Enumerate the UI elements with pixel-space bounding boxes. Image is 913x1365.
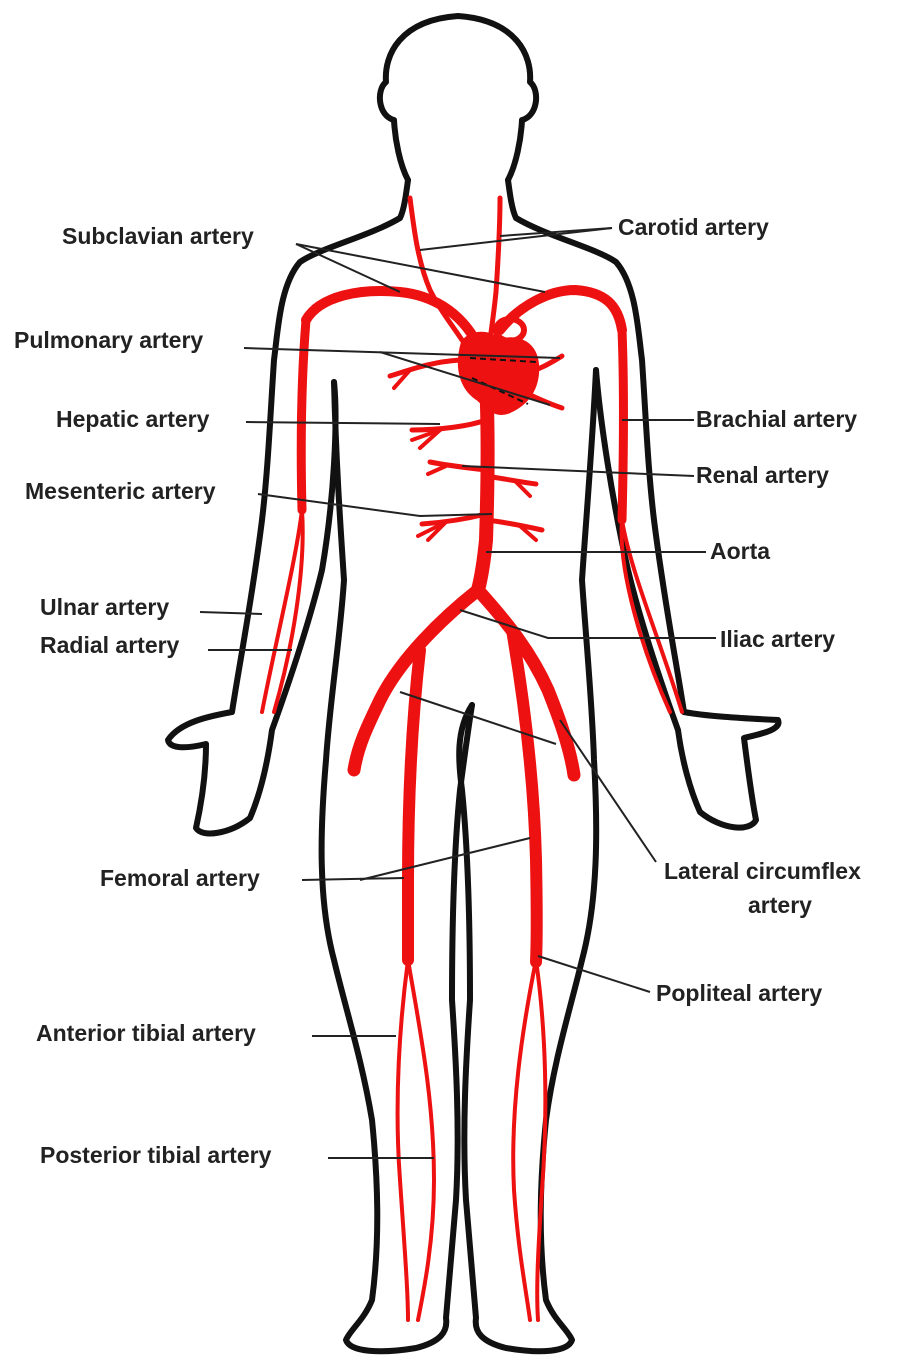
label-renal-artery: Renal artery — [696, 462, 829, 488]
brachial-artery-right — [622, 330, 624, 520]
mesenteric-artery-right — [486, 520, 542, 530]
leader-mesenteric — [258, 494, 492, 516]
label-posterior-tibial-artery: Posterior tibial artery — [40, 1142, 271, 1168]
label-brachial-artery: Brachial artery — [696, 406, 857, 432]
label-femoral-artery: Femoral artery — [100, 865, 260, 891]
label-radial-artery: Radial artery — [40, 632, 179, 658]
leader-lateral-circumflex-2 — [400, 692, 556, 744]
label-iliac-artery: Iliac artery — [720, 626, 835, 652]
renal-branch-1 — [428, 466, 446, 474]
ulnar-artery-right — [622, 520, 682, 712]
brachial-artery-left — [301, 320, 306, 510]
leader-renal — [462, 466, 694, 476]
label-lateral-circumflex-line2: artery — [748, 892, 812, 918]
label-aorta: Aorta — [710, 538, 770, 564]
leader-popliteal — [538, 956, 650, 992]
leader-femoral — [302, 878, 404, 880]
subclavian-artery-left — [306, 291, 478, 345]
label-carotid-artery: Carotid artery — [618, 214, 769, 240]
label-pulmonary-artery: Pulmonary artery — [14, 327, 203, 353]
label-subclavian-artery: Subclavian artery — [62, 223, 254, 249]
posterior-tibial-right — [513, 960, 536, 1320]
heart-shape — [459, 333, 538, 414]
posterior-tibial-left — [408, 960, 434, 1320]
leader-hepatic — [246, 422, 440, 424]
label-mesenteric-artery: Mesenteric artery — [25, 478, 216, 504]
label-hepatic-artery: Hepatic artery — [56, 406, 209, 432]
femoral-artery-right — [512, 630, 537, 962]
left-leg-outline — [322, 382, 472, 1351]
label-popliteal-artery: Popliteal artery — [656, 980, 822, 1006]
aorta — [478, 380, 488, 590]
anterior-tibial-left — [398, 960, 408, 1320]
carotid-artery-right — [490, 198, 500, 340]
label-lateral-circumflex-line1: Lateral circumflex — [664, 858, 861, 884]
leader-ulnar — [200, 612, 262, 614]
leader-lateral-circumflex-1 — [560, 720, 656, 862]
right-torso-outline — [508, 180, 778, 828]
leader-femoral-2 — [360, 838, 530, 880]
label-anterior-tibial-artery: Anterior tibial artery — [36, 1020, 256, 1046]
label-ulnar-artery: Ulnar artery — [40, 594, 169, 620]
head-outline — [380, 16, 536, 180]
leader-subclavian-1 — [296, 244, 400, 292]
hepatic-artery — [412, 420, 486, 430]
